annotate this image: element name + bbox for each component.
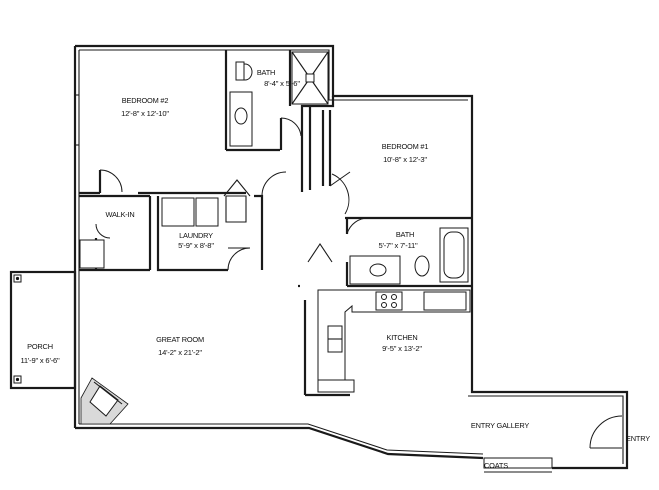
entry-gallery-label: ENTRY GALLERY bbox=[471, 421, 529, 430]
bath1-label: BATH bbox=[396, 230, 414, 239]
fireplace bbox=[80, 377, 129, 425]
bath2-size: 8'-4" x 5'-6" bbox=[264, 79, 300, 88]
doors bbox=[95, 117, 623, 449]
kitchen-size: 9'-5" x 13'-2" bbox=[382, 344, 422, 353]
laundry-size: 5'-9" x 8'-8" bbox=[178, 241, 214, 250]
bath1-size: 5'-7" x 7'-11" bbox=[378, 241, 418, 250]
porch-label: PORCH bbox=[27, 342, 53, 351]
interior-walls bbox=[79, 50, 474, 397]
walkin-label: WALK-IN bbox=[105, 210, 134, 219]
kitchen-label: KITCHEN bbox=[386, 333, 417, 342]
bath2-label: BATH bbox=[257, 68, 275, 77]
entry-label: ENTRY bbox=[626, 434, 650, 443]
greatroom-size: 14'-2" x 21'-2" bbox=[158, 348, 202, 357]
bedroom2-label: BEDROOM #2 bbox=[122, 96, 169, 105]
coats-label: COATS bbox=[484, 461, 508, 470]
bedroom1-label: BEDROOM #1 bbox=[382, 142, 429, 151]
greatroom-label: GREAT ROOM bbox=[156, 335, 204, 344]
room-labels: BEDROOM #2 12'-8" x 12'-10" BATH 8'-4" x… bbox=[20, 68, 650, 470]
fixtures bbox=[79, 51, 553, 473]
porch bbox=[9, 270, 77, 390]
porch-size: 11'-9" x 6'-6" bbox=[20, 356, 60, 365]
bedroom1-size: 10'-8" x 12'-3" bbox=[383, 155, 427, 164]
bedroom2-size: 12'-8" x 12'-10" bbox=[121, 109, 169, 118]
laundry-label: LAUNDRY bbox=[179, 231, 213, 240]
